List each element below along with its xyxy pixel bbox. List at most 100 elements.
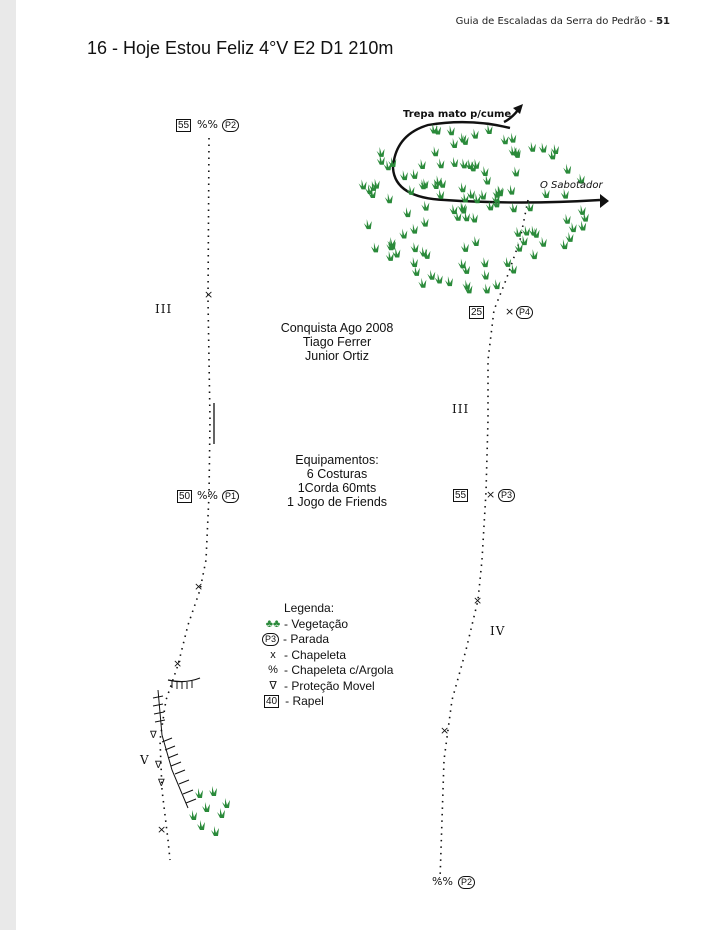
vegetation-tuft [392,247,401,258]
vegetation-tuft [420,216,429,227]
stop-badge: P1 [222,490,240,503]
vegetation-tuft [464,283,473,294]
bolt-mark: × [440,724,450,737]
vegetation-tuft [512,147,521,158]
vegetation-tuft [470,128,479,139]
bolt-icon: x [270,648,276,661]
stop-badge: P3 [498,489,516,502]
vegetation-tuft [478,189,487,200]
credits-block: Conquista Ago 2008 Tiago Ferrer Junior O… [262,321,412,363]
legend-row: ♣♣ - Vegetação [262,617,393,633]
vegetation-tuft [370,242,379,253]
vegetation-tuft [480,166,489,177]
vegetation-tuft [471,158,480,169]
vegetation-tuft [385,250,394,261]
vegetation-tuft [507,184,516,195]
vegetation-tuft [471,235,480,246]
legend-heading: Legenda: [284,601,335,615]
bolt-ring-icon: % [268,664,278,676]
grade-label: III [155,302,173,316]
movable-protection-mark: ∇ [155,760,162,771]
vegetation-tuft [457,201,466,212]
grade-label: IV [490,624,506,638]
vegetation-tuft [492,279,501,290]
vegetation-tuft [411,265,420,276]
vegetation-tuft [461,211,470,222]
vegetation-tuft [189,810,197,820]
vegetation-tuft [563,163,572,174]
legend-label: - Parada [283,632,330,646]
vegetation-tuft [508,145,517,156]
movable-protection-mark: ∇ [150,730,157,741]
vegetation-tuft [410,242,419,253]
vegetation-tuft [482,283,491,294]
vegetation-tuft [409,168,418,179]
credits-climber-2: Junior Ortiz [305,349,369,363]
rappel-box: 55 [176,119,192,132]
arrow-head-sabotador [600,194,609,208]
vegetation-tuft [469,212,478,223]
equipment-heading: Equipamentos: [295,453,379,467]
vegetation-tuft [491,192,500,203]
vegetation-tuft [519,235,528,246]
vegetation-tuft [430,146,439,157]
vegetation-tuft [431,178,440,189]
vegetation-tuft [509,202,518,213]
running-header: Guia de Escaladas da Serra do Pedrão - 5… [456,16,670,27]
vegetation-tuft [465,158,474,169]
vegetation-tuft [559,239,568,250]
vegetation-tuft [508,263,517,274]
rappel-box: 55 [453,489,469,502]
bolt-ring-mark: %% [197,489,218,502]
vegetation-tuft [541,187,550,198]
vegetation-tuft [409,223,418,234]
bolt-mark: × [204,288,214,301]
arrow-trepa-mato [391,120,601,204]
vegetation-tuft [376,146,385,157]
vegetation-tuft [453,210,462,221]
vegetation-patch [358,123,589,294]
vegetation-tuft [427,269,436,280]
vegetation-tuft [562,213,571,224]
legend-row: % - Chapeleta c/Argola [262,663,393,679]
vegetation-tuft [449,204,458,215]
vegetation-tuft [458,182,467,193]
vegetation-tuft [538,142,547,153]
equipment-item: 6 Costuras [306,467,368,481]
equipment-block: Equipamentos: 6 Costuras 1Corda 60mts 1 … [262,453,412,509]
vegetation-tuft [418,277,427,288]
vegetation-tuft [388,156,397,167]
vegetation-tuft [503,256,512,267]
grade-label: V [140,753,150,767]
vegetation-tuft [550,144,559,155]
legend: Legenda: ♣♣ - Vegetação P3 - Parada x - … [262,601,393,710]
credits-date: Conquista Ago 2008 [280,321,394,335]
stop-badge: P2 [222,119,240,132]
vegetation-tuft [527,141,536,152]
vegetation-tuft [482,174,491,185]
vegetation-tuft [508,132,517,143]
vegetation-tuft [209,786,217,796]
bolt-mark: × [486,488,496,501]
sabotador-label: O Sabotador [540,180,603,191]
vegetation-tuft [368,180,377,191]
vegetation-tuft [460,192,469,203]
vegetation-tuft [576,173,585,184]
vegetation-tuft [485,200,494,211]
legend-label: - Chapeleta c/Argola [284,663,394,677]
vegetation-tuft [494,185,503,196]
vegetation-tuft [484,123,493,134]
vegetation-tuft [529,249,538,260]
legend-row: x - Chapeleta [262,648,393,664]
bolt-ring-mark: %% [197,118,218,131]
vegetation-tuft [578,220,587,231]
legend-row: ∇ - Proteção Movel [262,679,393,695]
rappel-box: 50 [177,490,193,503]
bolt-ring-mark: %% [432,875,453,888]
bolt-mark: × [473,594,483,607]
vegetation-tuft [444,276,453,287]
vegetation-tuft [513,226,522,237]
vegetation-icon: ♣♣ [265,617,281,630]
vegetation-tuft [521,225,530,236]
